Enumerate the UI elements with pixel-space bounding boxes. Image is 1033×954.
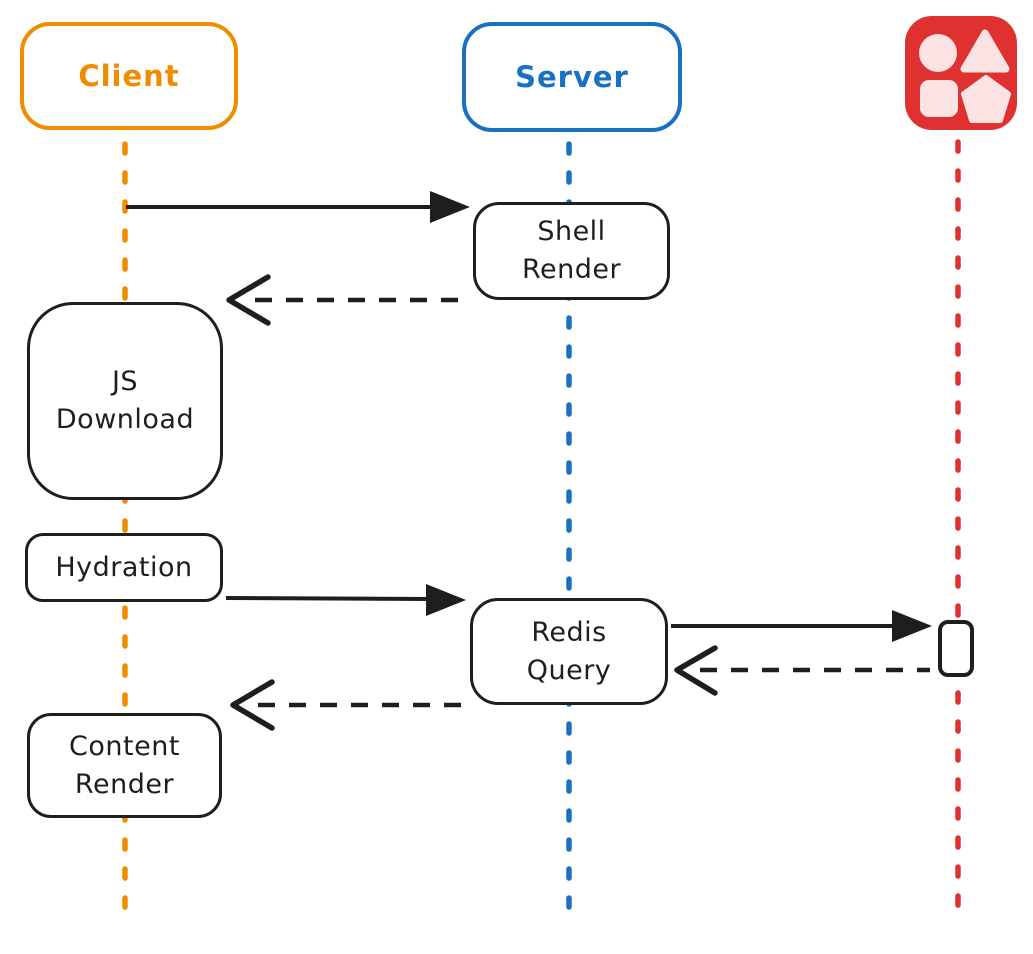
node-shell-render: Shell Render <box>473 202 670 300</box>
node-js-download-label: JS Download <box>55 366 195 435</box>
node-redis-query-label: Redis Query <box>526 616 612 686</box>
shapes-icon <box>905 16 1017 130</box>
node-hydration-label: Hydration <box>55 551 193 583</box>
node-hydration: Hydration <box>25 533 223 602</box>
arrow-redis-to-content <box>230 679 466 731</box>
arrow-datastore-to-redis <box>674 645 930 696</box>
node-redis-query: Redis Query <box>470 598 668 705</box>
node-shell-render-label: Shell Render <box>521 216 622 285</box>
datastore-activation-bar <box>938 620 974 677</box>
actor-server-label: Server <box>515 60 629 94</box>
arrow-redis-to-datastore <box>671 610 932 642</box>
actor-server-box: Server <box>462 22 682 132</box>
arrow-shell-to-client <box>226 274 468 326</box>
node-content-render: Content Render <box>27 713 222 818</box>
actor-datastore <box>905 16 1017 130</box>
arrow-hydration-to-redis <box>225 584 466 616</box>
actor-client-label: Client <box>78 59 180 93</box>
node-content-render-label: Content Render <box>69 730 180 800</box>
actor-client-box: Client <box>20 22 238 130</box>
arrow-client-to-shell <box>126 191 470 223</box>
node-js-download: JS Download <box>27 302 223 500</box>
